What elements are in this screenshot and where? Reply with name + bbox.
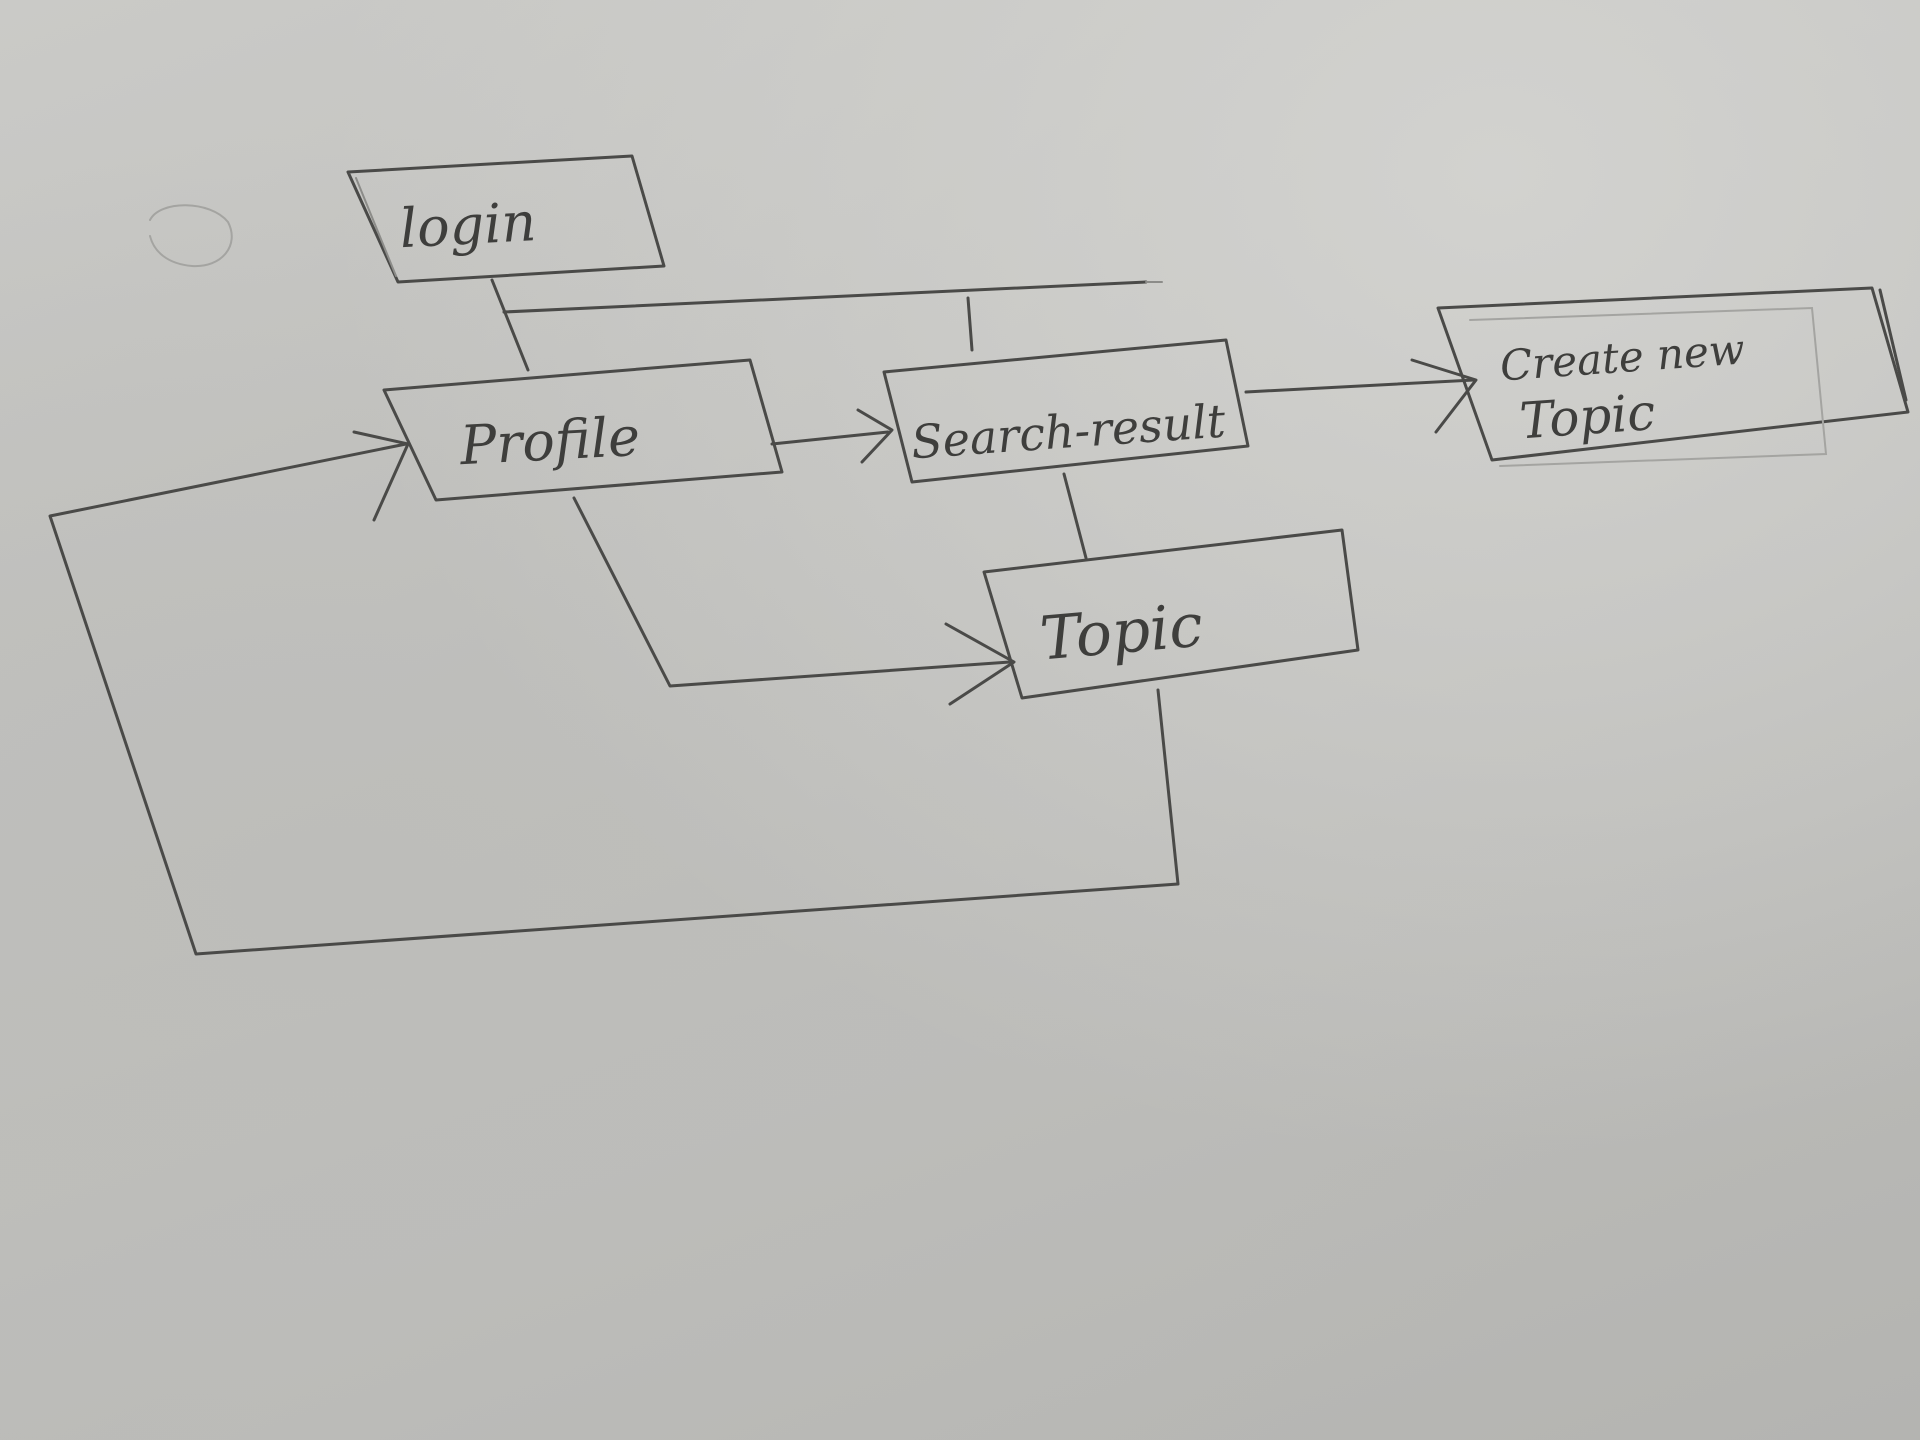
edge-topic-to-profile (48, 442, 1180, 956)
node-profile: Profile (382, 358, 784, 502)
edge-search-to-topic (1062, 472, 1088, 560)
node-search-result: Search-result (882, 338, 1250, 484)
profile-box (382, 358, 784, 502)
arrowhead-profile-to-search (856, 408, 894, 464)
create-topic-label-line2: Topic (1518, 383, 1657, 450)
topic-box (982, 528, 1360, 700)
edge-login-to-profile (490, 278, 530, 372)
node-topic: Topic (982, 528, 1360, 700)
edge-search-to-create (1244, 378, 1476, 394)
node-login: login (346, 154, 666, 284)
topic-label: Topic (1037, 591, 1205, 675)
create-topic-box (1436, 286, 1910, 462)
profile-label: Profile (457, 405, 641, 477)
node-create-new-topic: Create new Topic (1436, 286, 1910, 467)
search-result-box (882, 338, 1250, 484)
pencil-smudge (149, 204, 233, 268)
arrowhead-profile-to-topic (944, 622, 1016, 706)
login-box (346, 154, 666, 284)
edge-branch-to-search (966, 296, 974, 352)
login-box-retrace (355, 177, 397, 277)
edge-profile-to-topic (572, 496, 1012, 688)
search-result-label: Search-result (909, 394, 1227, 470)
edge-login-branch-bar (502, 280, 1148, 314)
arrowhead-topic-to-profile (352, 430, 410, 522)
arrowhead-search-to-create (1410, 358, 1478, 434)
create-topic-box-right-edge (1878, 288, 1908, 402)
edge-profile-to-search (770, 430, 890, 446)
create-topic-inner-box (1469, 306, 1828, 467)
create-topic-label-line1: Create new (1498, 324, 1746, 390)
login-label: login (398, 190, 538, 260)
